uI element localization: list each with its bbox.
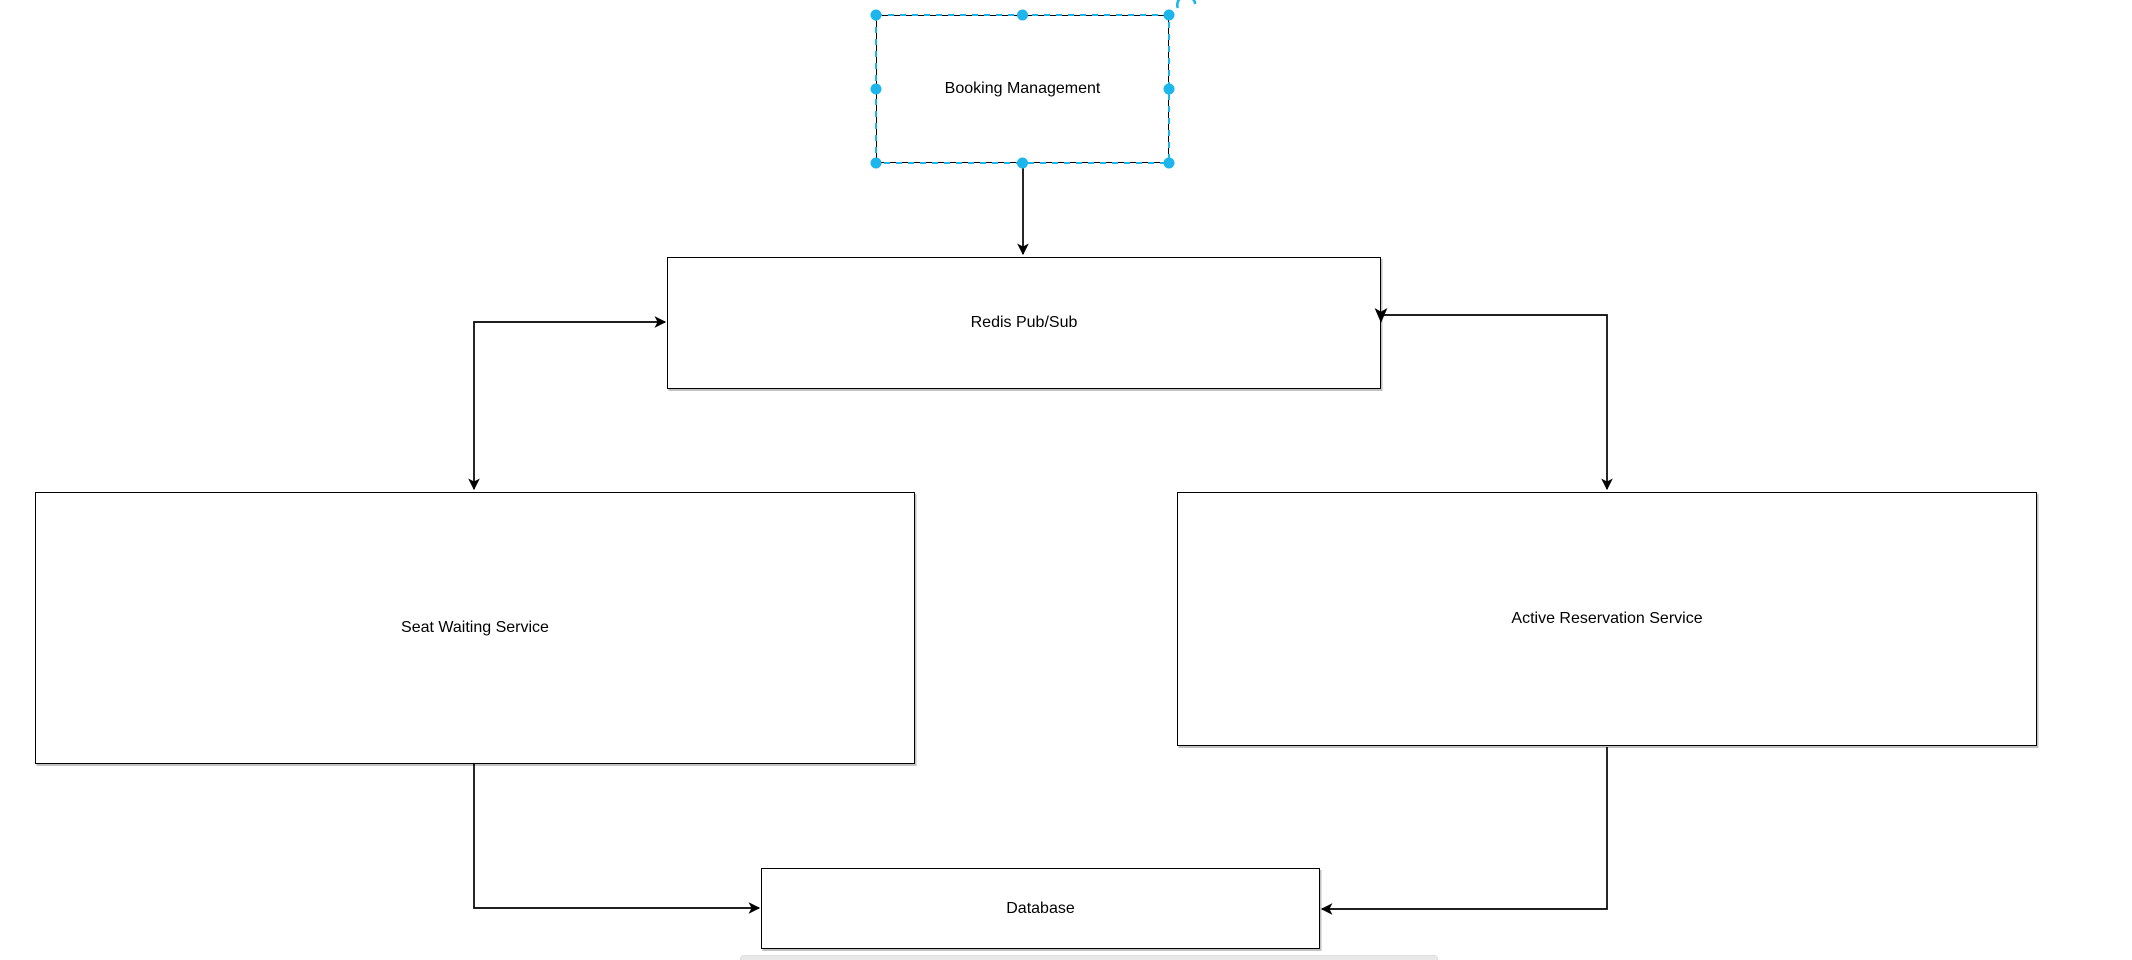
node-label: Booking Management: [944, 80, 1101, 97]
node-database[interactable]: Database: [761, 868, 1320, 949]
node-label: Seat Waiting Service: [401, 619, 549, 636]
node-active-reservation-service[interactable]: Active Reservation Service: [1177, 492, 2037, 746]
edge-seat-to-database[interactable]: [473, 764, 761, 914]
edge-active-to-database[interactable]: [1320, 747, 1608, 915]
node-seat-waiting-service[interactable]: Seat Waiting Service: [35, 492, 915, 764]
node-label: Database: [1006, 899, 1075, 917]
node-label: Redis Pub/Sub: [970, 314, 1078, 331]
node-redis-pubsub[interactable]: Redis Pub/Sub: [667, 257, 1381, 389]
rotate-handle-icon[interactable]: [1175, 0, 1197, 9]
node-label: Active Reservation Service: [1511, 610, 1703, 627]
node-booking-management[interactable]: Booking Management: [876, 15, 1169, 163]
edge-seat-to-redis[interactable]: [468, 316, 667, 491]
horizontal-scrollbar-thumb[interactable]: [740, 955, 1438, 960]
selection-handle-se[interactable]: [1163, 157, 1175, 169]
edge-active-to-redis[interactable]: [1383, 314, 1613, 491]
